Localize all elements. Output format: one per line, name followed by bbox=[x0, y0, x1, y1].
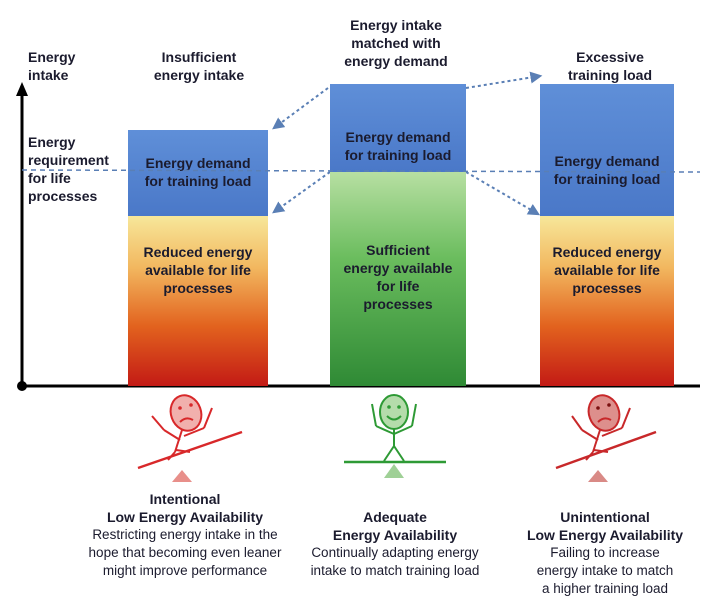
caption-left: Intentional Low Energy Availability Rest… bbox=[30, 490, 340, 580]
caption-left-description: Restricting energy intake in the hope th… bbox=[88, 527, 282, 578]
reduced-energy-box-right-text: Reduced energy available for life proces… bbox=[552, 244, 662, 296]
arrow-up-left bbox=[272, 87, 329, 130]
arrow-down-right bbox=[465, 171, 541, 216]
caption-left-title: Intentional Low Energy Availability bbox=[106, 491, 264, 525]
reduced-energy-box-left-text: Reduced energy available for life proces… bbox=[143, 244, 253, 296]
caption-right-title: Unintentional Low Energy Availability bbox=[526, 509, 684, 543]
sufficient-energy-box-center: Sufficient energy available for life pro… bbox=[330, 172, 466, 386]
heading-insufficient-energy-intake: Insufficient energy intake bbox=[153, 49, 245, 83]
sad-figure-left bbox=[137, 394, 243, 482]
reduced-energy-box-left: Reduced energy available for life proces… bbox=[128, 216, 268, 386]
demand-box-center-text: Energy demand for training load bbox=[344, 129, 452, 163]
heading-energy-intake-matched: Energy intake matched with energy demand bbox=[344, 17, 448, 69]
energy-requirement-label: Energy requirement for life processes bbox=[28, 134, 109, 204]
caption-center-title: Adequate Energy Availability bbox=[332, 509, 458, 543]
caption-center-description: Continually adapting energy intake to ma… bbox=[310, 545, 480, 578]
demand-box-right-text: Energy demand for training load bbox=[553, 153, 661, 187]
sad-figure-right bbox=[555, 394, 657, 482]
demand-box-left-text: Energy demand for training load bbox=[144, 155, 252, 189]
arrow-up-right bbox=[465, 71, 543, 89]
demand-box-left: Energy demand for training load bbox=[128, 130, 268, 216]
sufficient-energy-box-center-text: Sufficient energy available for life pro… bbox=[343, 242, 453, 312]
demand-box-center: Energy demand for training load bbox=[330, 84, 466, 172]
arrow-down-left bbox=[272, 171, 331, 214]
heading-excessive-training-load: Excessive training load bbox=[568, 49, 652, 83]
caption-center: Adequate Energy Availability Continually… bbox=[270, 508, 520, 580]
y-axis-label: Energy intake bbox=[28, 49, 76, 83]
caption-right: Unintentional Low Energy Availability Fa… bbox=[500, 508, 710, 598]
reduced-energy-box-right: Reduced energy available for life proces… bbox=[540, 216, 674, 386]
happy-figure-center bbox=[344, 394, 446, 478]
axis-origin-dot bbox=[17, 381, 27, 391]
demand-box-right: Energy demand for training load bbox=[540, 84, 674, 216]
y-axis-arrowhead bbox=[16, 82, 28, 96]
caption-right-description: Failing to increase energy intake to mat… bbox=[536, 545, 674, 596]
